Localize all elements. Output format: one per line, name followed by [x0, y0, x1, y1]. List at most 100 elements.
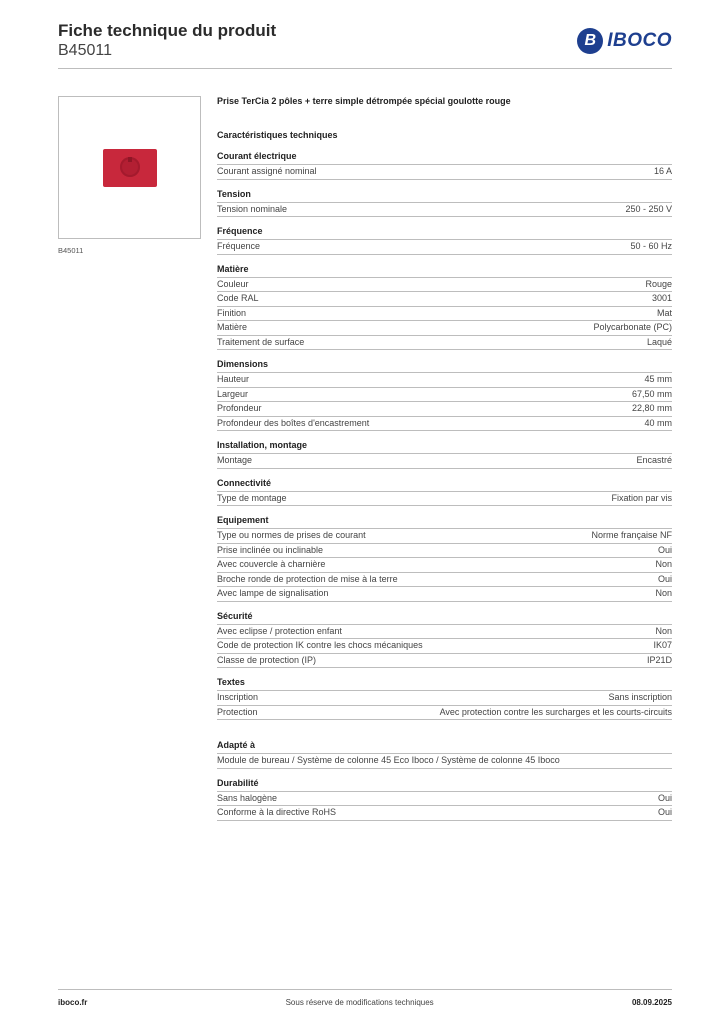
- spec-value: Oui: [657, 792, 672, 803]
- spec-value: 16 A: [653, 166, 672, 176]
- spec-value: Norme française NF: [591, 530, 672, 540]
- spec-row: Prise inclinée ou inclinable Oui: [217, 544, 672, 558]
- section-title: Adapté à: [217, 740, 672, 754]
- spec-label: Module de bureau / Système de colonne 45…: [217, 755, 560, 765]
- product-image: [58, 96, 201, 239]
- section-title: Durabilité: [217, 778, 672, 792]
- spec-label: Tension nominale: [217, 203, 288, 214]
- spec-value: Laqué: [646, 336, 672, 347]
- section-title: Tension: [217, 189, 672, 203]
- footer-notice: Sous réserve de modifications techniques: [285, 998, 434, 1007]
- product-title: Prise TerCia 2 pôles + terre simple détr…: [217, 96, 511, 106]
- spec-label: Type ou normes de prises de courant: [217, 530, 366, 540]
- spec-label: Avec lampe de signalisation: [217, 588, 329, 598]
- spec-label: Classe de protection (IP): [217, 654, 317, 665]
- product-reference: B45011: [58, 42, 112, 59]
- section-title: Textes: [217, 677, 672, 691]
- spec-value: IP21D: [646, 654, 672, 665]
- spec-label: Finition: [217, 307, 247, 318]
- section-title: Courant électrique: [217, 151, 672, 165]
- spec-value: 250 - 250 V: [625, 203, 672, 214]
- spec-label: Profondeur: [217, 403, 262, 413]
- spec-row: Module de bureau / Système de colonne 45…: [217, 754, 672, 769]
- spec-value: Avec protection contre les surcharges et…: [439, 706, 672, 717]
- spec-label: Couleur: [217, 278, 249, 289]
- spec-label: Avec eclipse / protection enfant: [217, 625, 342, 636]
- characteristics-heading: Caractéristiques techniques: [217, 130, 338, 140]
- spec-row: Avec eclipse / protection enfant Non: [217, 625, 672, 639]
- spec-row: Code de protection IK contre les chocs m…: [217, 639, 672, 654]
- spec-value: 22,80 mm: [631, 403, 672, 413]
- spec-row: Hauteur 45 mm: [217, 373, 672, 388]
- spec-label: Prise inclinée ou inclinable: [217, 544, 324, 555]
- spec-value: 45 mm: [644, 374, 672, 384]
- spec-label: Type de montage: [217, 492, 287, 503]
- spec-value: Oui: [657, 544, 672, 555]
- footer-site-link[interactable]: iboco.fr: [58, 998, 88, 1007]
- earth-pin-icon: [128, 157, 132, 162]
- spec-value: Fixation par vis: [611, 492, 672, 503]
- section-title: Sécurité: [217, 611, 672, 625]
- spec-value: 50 - 60 Hz: [630, 241, 672, 251]
- page-header: Fiche technique du produit B45011 B IBOC…: [58, 20, 672, 68]
- spec-label: Matière: [217, 322, 248, 332]
- spec-label: Inscription: [217, 692, 259, 702]
- spec-value: Polycarbonate (PC): [593, 322, 672, 332]
- spec-row: Profondeur 22,80 mm: [217, 402, 672, 417]
- socket-outlet-icon: [120, 157, 140, 177]
- spec-value: Non: [655, 625, 672, 636]
- spec-label: Code de protection IK contre les chocs m…: [217, 640, 423, 650]
- spec-content: Prise TerCia 2 pôles + terre simple détr…: [217, 96, 672, 830]
- section-title: Connectivité: [217, 478, 672, 492]
- spec-row: Traitement de surface Laqué: [217, 336, 672, 350]
- spec-label: Broche ronde de protection de mise à la …: [217, 573, 398, 584]
- spec-label: Montage: [217, 455, 253, 465]
- image-caption: B45011: [58, 246, 84, 255]
- spec-label: Largeur: [217, 388, 249, 399]
- spec-value: Oui: [657, 807, 672, 817]
- spec-label: Sans halogène: [217, 792, 278, 803]
- spec-label: Hauteur: [217, 374, 250, 384]
- spec-value: IK07: [653, 640, 672, 650]
- spec-row: Matière Polycarbonate (PC): [217, 321, 672, 336]
- spec-label: Traitement de surface: [217, 336, 305, 347]
- logo-text: IBOCO: [607, 30, 672, 51]
- spec-value: 3001: [651, 293, 672, 303]
- section-title: Installation, montage: [217, 440, 672, 454]
- spec-label: Protection: [217, 706, 258, 717]
- section-title: Equipement: [217, 515, 672, 529]
- spec-value: Non: [655, 588, 672, 598]
- section-title: Matière: [217, 264, 672, 278]
- section-title: Fréquence: [217, 226, 672, 240]
- spec-value: 67,50 mm: [631, 388, 672, 399]
- spec-value: Mat: [656, 307, 672, 318]
- footer-divider: [58, 989, 672, 990]
- header-divider: [58, 68, 672, 69]
- spec-row: Type de montage Fixation par vis: [217, 492, 672, 506]
- spec-row: Type ou normes de prises de courant Norme…: [217, 529, 672, 544]
- logo-mark-icon: B: [577, 28, 604, 54]
- spec-row: Broche ronde de protection de mise à la …: [217, 573, 672, 587]
- spec-row: Sans halogène Oui: [217, 792, 672, 806]
- spec-row: Finition Mat: [217, 307, 672, 321]
